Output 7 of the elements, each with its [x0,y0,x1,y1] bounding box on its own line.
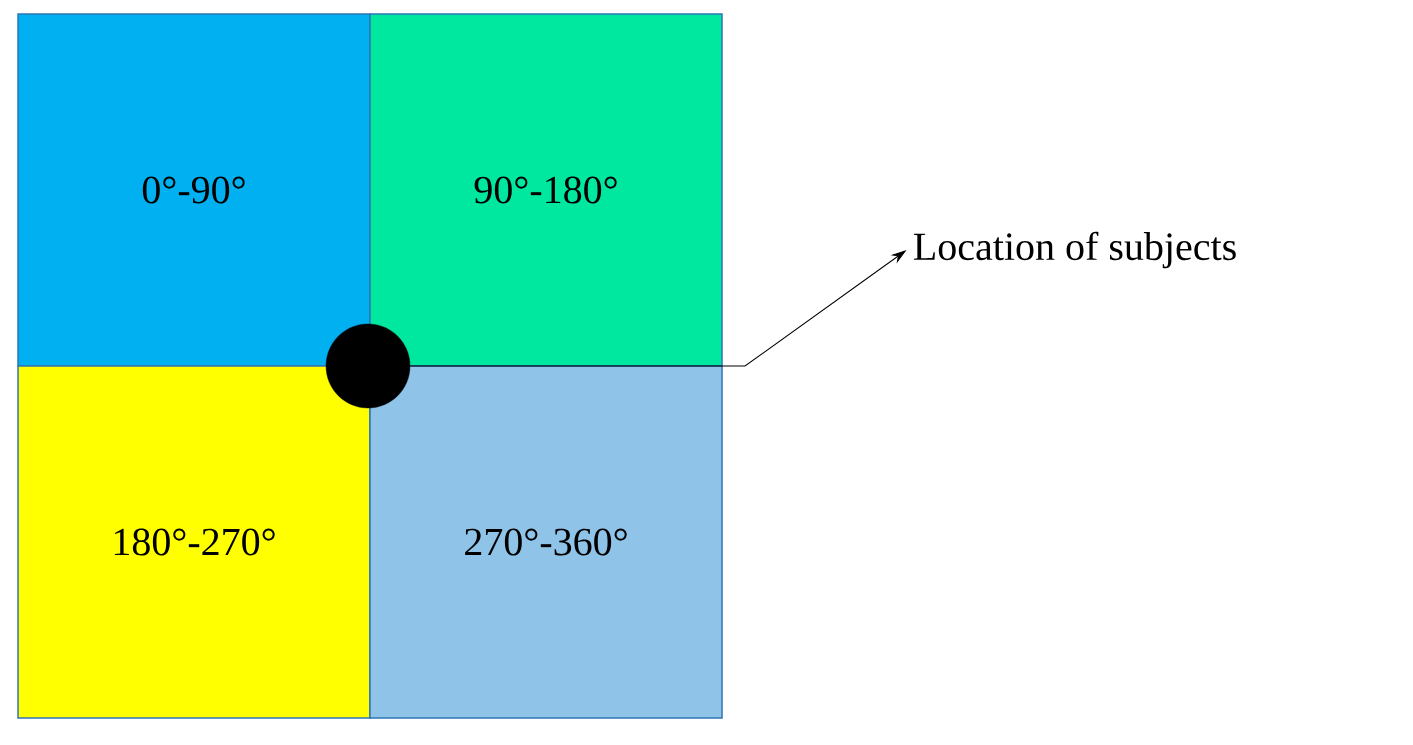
quadrant-box: 180°-270° [17,365,371,719]
quadrant-box: 90°-180° [369,13,723,367]
dot-marker [325,323,411,409]
callout-text: Location of subjects [914,231,1236,269]
quadrant-box: 0°-90° [17,13,371,367]
quadrant-box: 270°-360° [369,365,723,719]
arrow [409,250,906,367]
